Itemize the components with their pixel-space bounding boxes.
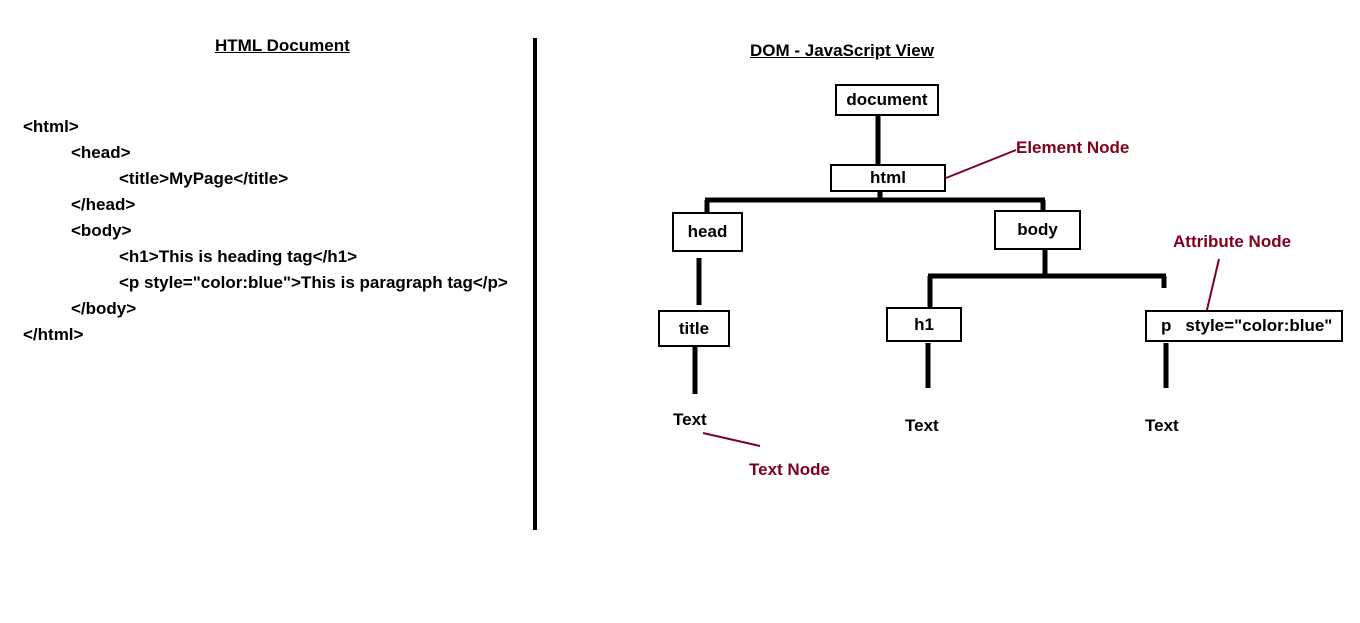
node-title: title [658,310,730,347]
code-line-head-open: <head> [71,143,131,162]
node-html-label: html [870,168,906,187]
pointer-text-node [702,432,761,447]
annotation-text-node: Text Node [749,460,830,479]
node-h1-label: h1 [914,314,934,334]
node-html: html [830,164,946,192]
code-line-title: <title>MyPage</title> [119,169,289,188]
node-h1: h1 [886,307,962,342]
node-p-attribute-label: style="color:blue" [1185,316,1333,335]
node-head-label: head [687,222,728,241]
code-line-html-close: </html> [23,325,84,344]
text-node-title: Text [673,410,707,429]
node-head: head [672,212,743,252]
code-line-h1: <h1>This is heading tag</h1> [119,247,358,266]
code-line-body-close: </body> [71,299,137,318]
node-body: body [994,210,1081,250]
code-line-html-open: <html> [23,117,79,136]
code-line-body-open: <body> [71,221,132,240]
annotation-element-node: Element Node [1016,138,1130,157]
code-line-head-close: </head> [71,195,136,214]
node-document: document [835,84,939,116]
node-document-label: document [846,90,928,109]
dom-view-heading: DOM - JavaScript View [750,41,934,60]
annotation-attribute-node: Attribute Node [1173,232,1292,251]
pointer-element-node [945,149,1017,179]
code-line-p: <p style="color:blue">This is paragraph … [119,273,508,292]
html-document-heading: HTML Document [215,36,350,55]
node-p: p style="color:blue" [1145,310,1343,342]
node-title-label: title [678,318,710,338]
text-node-h1: Text [905,416,939,435]
node-body-label: body [1017,220,1058,239]
text-node-p: Text [1145,416,1179,435]
pointer-attribute-node [1205,258,1220,315]
node-p-tag-label: p [1161,316,1172,335]
